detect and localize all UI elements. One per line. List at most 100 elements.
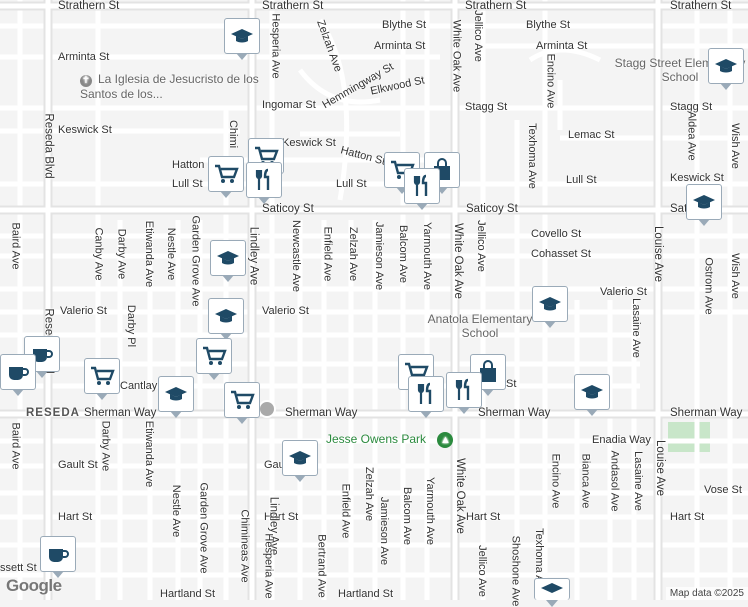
- street-label: Jamieson Ave: [373, 221, 386, 291]
- street-label: Etiwanda Ave: [143, 420, 156, 488]
- shopping-cart-icon: [215, 164, 239, 183]
- school-icon: [165, 387, 187, 401]
- school-pin[interactable]: [208, 298, 244, 340]
- restaurant-pin[interactable]: [404, 168, 440, 210]
- school-pin[interactable]: [686, 184, 722, 226]
- map-attribution[interactable]: Map data ©2025: [665, 587, 748, 600]
- street-label: Darby Ave: [99, 420, 112, 472]
- shopping-cart-pin[interactable]: [196, 338, 232, 380]
- street-label: Gau: [264, 459, 285, 471]
- restaurant-icon: [455, 378, 470, 400]
- shopping-cart-pin[interactable]: [84, 358, 120, 400]
- street-label: Garden Grove Ave: [189, 215, 202, 307]
- street-label: Canby Ave: [92, 227, 105, 281]
- street-label: Sherman Way: [478, 407, 551, 419]
- street-label: Blythe St: [526, 19, 571, 31]
- street-label: Wish Ave: [728, 123, 741, 169]
- street-label: Stagg St: [670, 101, 713, 113]
- street-label: Gault St: [58, 459, 98, 471]
- street-label: Keswick St: [670, 172, 724, 184]
- street-label: Strathern St: [58, 0, 120, 12]
- street-label: Hart St: [670, 511, 705, 523]
- restaurant-icon: [413, 174, 428, 196]
- street-label: Jellico Ave: [474, 220, 487, 272]
- restaurant-icon: [417, 382, 432, 404]
- school-icon: [581, 385, 603, 399]
- church-label[interactable]: ✝La Iglesia de Jesucristo de los Santos …: [80, 72, 259, 101]
- cafe-pin[interactable]: [40, 536, 76, 578]
- shopping-cart-icon: [203, 346, 227, 365]
- restaurant-pin[interactable]: [246, 162, 282, 204]
- street-label: White Oak Ave: [453, 458, 466, 534]
- shopping-cart-pin[interactable]: [224, 382, 260, 424]
- street-label: Hesperia Ave: [262, 533, 275, 599]
- street-label: Hartland St: [160, 588, 216, 600]
- street-label: Arminta St: [58, 51, 110, 63]
- street-label: Ostrom Ave: [702, 257, 715, 315]
- street-label: Zelzah Ave: [347, 226, 360, 282]
- school-icon: [231, 29, 253, 43]
- neighborhood-label: RESEDA: [26, 407, 80, 419]
- street-label: Hart St: [466, 511, 501, 523]
- cafe-pin[interactable]: [0, 354, 36, 396]
- school-pin[interactable]: [210, 240, 246, 282]
- school-pin[interactable]: [708, 48, 744, 90]
- street-label: Arminta St: [536, 40, 588, 52]
- street-label: ssett St: [0, 562, 37, 574]
- restaurant-pin[interactable]: [408, 376, 444, 418]
- street-label: Wish Ave: [728, 253, 741, 299]
- street-label: Lull St: [336, 178, 367, 190]
- street-label: White Oak Ave: [451, 223, 464, 299]
- street-label: Lemac St: [568, 129, 615, 141]
- google-logo: Google: [6, 576, 62, 595]
- street-label: Enadia Way: [592, 434, 651, 446]
- street-label: Saticoy St: [262, 203, 314, 215]
- street-label: Lull St: [172, 178, 203, 190]
- street-label: Hesperia Ave: [269, 13, 282, 79]
- school-icon: [715, 59, 737, 73]
- street-label: Louise Ave: [654, 439, 667, 497]
- school-pin[interactable]: [574, 374, 610, 416]
- cafe-icon: [33, 349, 53, 362]
- street-label: St: [506, 378, 517, 390]
- street-label: Louise Ave: [652, 225, 665, 283]
- restaurant-pin[interactable]: [446, 372, 482, 414]
- street-label: Cohasset St: [531, 248, 591, 260]
- anatola-school-label[interactable]: Anatola Elementary School: [427, 312, 533, 340]
- street-label: Keswick St: [282, 137, 336, 149]
- street-label: Balcom Ave: [400, 487, 413, 545]
- street-label: Nestle Ave: [165, 227, 178, 281]
- shopping-cart-pin[interactable]: [208, 156, 244, 198]
- church-icon: ✝: [80, 75, 92, 87]
- street-label: Lindley Ave: [247, 226, 260, 286]
- street-label: Vose St: [704, 484, 742, 496]
- school-icon: [541, 582, 563, 593]
- street-label: Etiwanda Ave: [143, 220, 156, 288]
- street-label: Shoshone Ave: [509, 535, 522, 607]
- street-label: Lasaine Ave: [631, 451, 644, 511]
- shopping-cart-icon: [91, 366, 115, 385]
- street-label: Chimi: [227, 119, 240, 149]
- street-label: Blythe St: [382, 19, 427, 31]
- street-label: Jamieson Ave: [378, 496, 391, 566]
- street-label: Cantlay: [120, 380, 158, 392]
- school-pin[interactable]: [534, 578, 570, 607]
- park-label[interactable]: Jesse Owens Park ▲: [326, 432, 454, 448]
- street-label: Encino Ave: [549, 453, 562, 509]
- street-label: Darby Pl: [125, 304, 138, 348]
- school-icon: [539, 297, 561, 311]
- street-label: Darby Ave: [115, 228, 128, 280]
- school-pin[interactable]: [224, 18, 260, 60]
- street-label: Arminta St: [374, 40, 426, 52]
- street-label: Enfield Ave: [321, 226, 334, 282]
- school-pin[interactable]: [158, 376, 194, 418]
- street-label: Nestle Ave: [170, 484, 183, 538]
- street-label: Yarmouth Ave: [424, 476, 437, 546]
- street-label: Andasol Ave: [608, 450, 621, 512]
- school-pin[interactable]: [532, 286, 568, 328]
- school-icon: [215, 309, 237, 323]
- highway-shield-icon: [258, 400, 276, 418]
- street-label: Sherman Way: [670, 407, 743, 419]
- school-pin[interactable]: [282, 440, 318, 482]
